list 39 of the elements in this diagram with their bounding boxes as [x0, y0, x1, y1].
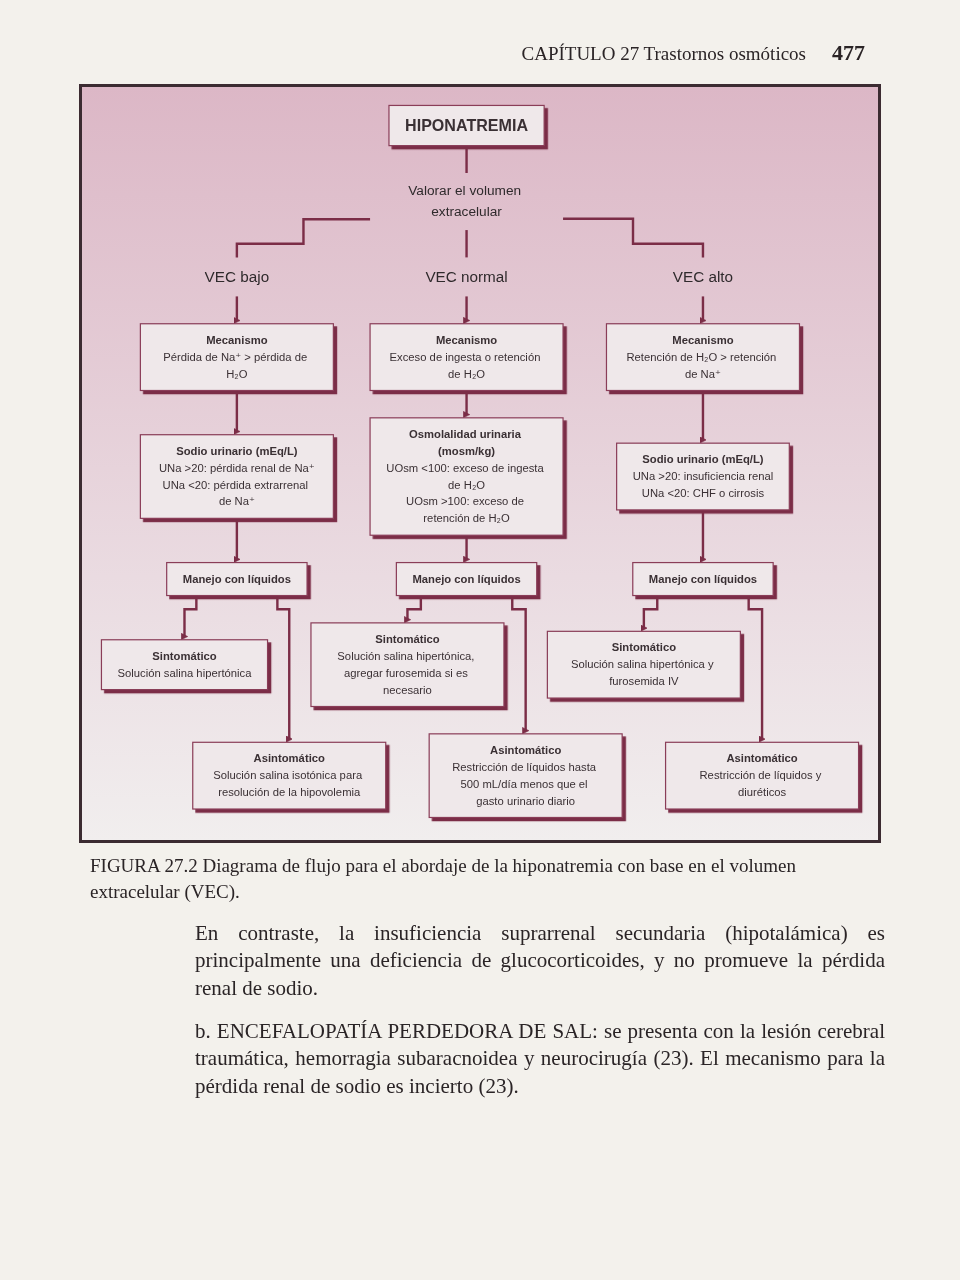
- arrow: [463, 295, 471, 325]
- arrow: [699, 389, 707, 444]
- body-paragraph: b. ENCEFALOPATÍA PERDEDORA DE SAL: se presenta con la lesión cerebral traumática, hemorragia subaracnoidea y neurocirugía (23). El mecanismo para la pérdida renal de sodio es incierto (23).: [195, 1018, 885, 1100]
- connector: [465, 228, 468, 259]
- node-box: [100, 639, 269, 691]
- node-box: [369, 323, 564, 392]
- arrow: [233, 389, 241, 436]
- figure-caption: FIGURA 27.2 Diagrama de flujo para el abordaje de la hiponatremia con base en el volumen extracelular (VEC).: [90, 853, 797, 904]
- node-box: [546, 630, 741, 699]
- node-box: [632, 561, 774, 597]
- node-box: [605, 323, 801, 392]
- node-box: [664, 741, 860, 810]
- node-box: [139, 434, 334, 519]
- node-text: VEC bajo: [204, 267, 270, 285]
- node-box: [428, 733, 623, 819]
- connector: [235, 218, 371, 259]
- node-box: [369, 417, 564, 536]
- node-box: [166, 561, 308, 597]
- page-number: 477: [832, 40, 865, 66]
- node-box: [616, 442, 790, 511]
- node-text: VEC normal: [425, 267, 508, 285]
- node-box: [395, 561, 538, 597]
- arrow: [233, 517, 241, 563]
- node-text: Valorar el volumen extracelular: [408, 183, 522, 220]
- node-box: [139, 323, 334, 392]
- running-head: CAPÍTULO 27 Trastornos osmóticos: [521, 43, 806, 65]
- figure-background: HIPONATREMIA Valorar el volumen extracelular VEC bajo VEC normal VEC alto Mecanismo Pérdida de Na⁺ > pérdida de H₂O Mecanismo Exceso de ingesta o retención de H₂O Mecanismo Retención de H₂O > retención de Na⁺ Sodio urinario (mEq/L) UNa >20: pérdida renal de Na⁺ UNa <20: pérdida extrarrenal de Na⁺ Osmolalidad urinaria (mosm/kg) UOsm <100: exceso de ingesta de H₂O UOsm >100: exceso de retención de H₂O Sodio urinario (mEq/L) UNa >20: insuficiencia renal UNa <20: CHF o cirrosis Manejo con líquidos Manejo con líquidos Manejo con líquidos Sintomático Solución salina hipertónica Sintomático Solución salina hipertónica, agregar furosemida si es necesario Sintomático Solución salina hipertónica y furosemida IV Asintomático Solución salina isotónica para resolución de la hipovolemia Asintomático Restricción de líquidos hasta 500 mL/día menos que el gasto urinario diario Asintomático Restricción de líquidos y diuréticos: [79, 84, 881, 843]
- arrow: [699, 295, 707, 325]
- arrow: [463, 389, 471, 419]
- arrow: [699, 508, 707, 563]
- connector: [465, 144, 468, 175]
- body-paragraph: En contraste, la insuficiencia suprarrenal secundaria (hipotalámica) es principalmente una deficiencia de glucocorticoides, y no promueve la pérdida renal de sodio.: [195, 920, 885, 1002]
- connector: [563, 217, 705, 259]
- node-text: VEC alto: [672, 267, 734, 285]
- arrow: [463, 534, 471, 563]
- arrow: [233, 295, 241, 325]
- node-box: [388, 104, 545, 147]
- node-box: [310, 622, 505, 708]
- node-box: [192, 741, 387, 810]
